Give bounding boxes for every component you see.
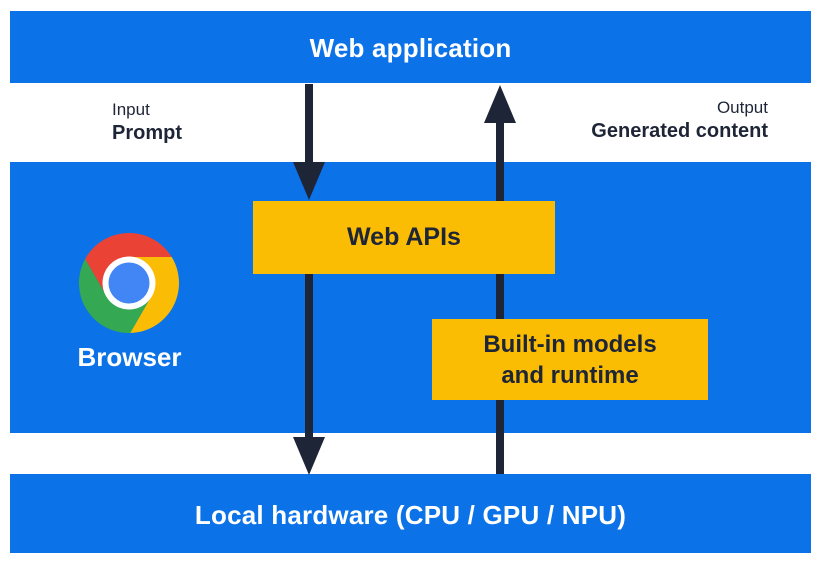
web-application-bar: Web application — [10, 11, 811, 83]
input-flow-arrowhead-to-hardware — [293, 437, 325, 475]
input-flow-arrowhead-to-web-apis — [293, 162, 325, 200]
web-apis-box: Web APIs — [253, 201, 555, 274]
local-hardware-label: Local hardware (CPU / GPU / NPU) — [194, 500, 627, 530]
web-apis-label: Web APIs — [347, 223, 461, 251]
output-flow-line — [496, 122, 504, 474]
output-label: Output — [716, 98, 768, 117]
input-label: Input — [112, 100, 150, 119]
input-flow-line-upper — [305, 84, 313, 166]
local-hardware-bar: Local hardware (CPU / GPU / NPU) — [10, 474, 811, 553]
output-sublabel: Generated content — [591, 120, 768, 142]
output-label-block: Output Generated content — [591, 97, 768, 144]
input-sublabel: Prompt — [112, 122, 182, 144]
builtin-models-box: Built-in models and runtime — [432, 319, 708, 400]
builtin-models-label-line2: and runtime — [501, 361, 639, 389]
browser-label: Browser — [77, 342, 182, 372]
web-application-label: Web application — [309, 33, 512, 63]
chrome-icon — [79, 233, 179, 333]
output-flow-arrowhead-to-web-app — [484, 85, 516, 123]
input-flow-line-lower — [305, 272, 313, 440]
builtin-models-label-line1: Built-in models — [483, 330, 657, 358]
input-label-block: Input Prompt — [112, 99, 182, 146]
